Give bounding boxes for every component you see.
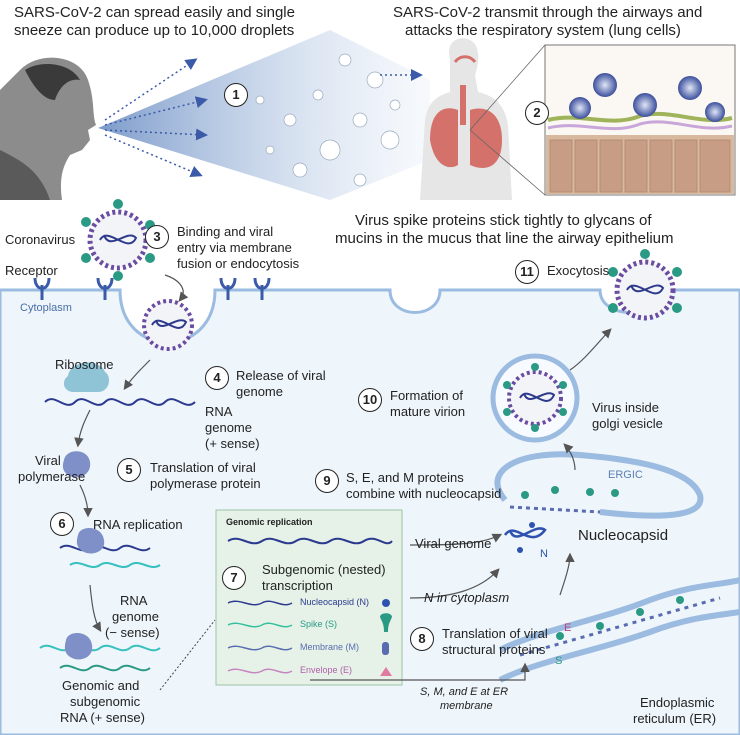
top-right-caption-line2: attacks the respiratory system (lung cel… — [405, 22, 681, 39]
person-illustration — [0, 57, 96, 200]
lungs-illustration — [420, 38, 512, 201]
step-4-text-line1: Release of viral — [236, 368, 326, 383]
step-8-badge: 8 — [410, 627, 434, 651]
nucleocapsid-label: Nucleocapsid — [578, 527, 669, 544]
ribosome-shape — [63, 362, 110, 392]
rna-genome-plus-line2: genome — [205, 420, 252, 435]
step-3-text-line2: entry via membrane — [177, 240, 292, 255]
mid-caption-line1: Virus spike proteins stick tightly to gl… — [355, 212, 652, 229]
er-label-line1: Endoplasmic — [640, 695, 715, 710]
step-9-text-line2: combine with nucleocapsid — [346, 486, 502, 501]
e-protein-label: E — [564, 622, 572, 634]
step-3-text-line3: fusion or endocytosis — [177, 256, 300, 271]
n-in-cytoplasm-label: N in cytoplasm — [424, 590, 510, 605]
step-9-text-line1: S, E, and M proteins — [346, 470, 464, 485]
polymerase-shape — [62, 451, 91, 478]
step-8-text-line2: structural proteins — [442, 642, 546, 657]
mid-caption-line2: mucins in the mucus that line the airway… — [335, 230, 674, 247]
rna-plus-strand — [44, 398, 196, 406]
step-7-badge: 7 — [222, 566, 246, 590]
step-7-text-line1: Subgenomic (nested) — [262, 562, 386, 577]
step-7-text-line2: transcription — [262, 578, 333, 593]
rna-genome-plus-line1: RNA — [205, 404, 233, 419]
er-label-line2: reticulum (ER) — [633, 711, 717, 726]
genomic-subgenomic-line1: Genomic and — [62, 678, 140, 693]
sme-er-line2: membrane — [440, 700, 493, 712]
virus-golgi-line1: Virus inside — [592, 400, 659, 415]
droplet-spray — [98, 30, 430, 200]
step-4-text-line2: genome — [236, 384, 283, 399]
droplets — [255, 53, 401, 187]
endosome-virus — [142, 299, 194, 351]
ergic-membrane — [494, 451, 704, 519]
step-3-badge: 3 — [145, 225, 169, 249]
coronavirus-label: Coronavirus — [5, 232, 76, 247]
rna-genome-plus-line3: (+ sense) — [205, 436, 260, 451]
nucleocapsid-shape — [503, 522, 547, 553]
ergic-label: ERGIC — [608, 469, 643, 481]
receptors — [33, 277, 271, 300]
step-10-badge: 10 — [358, 388, 382, 412]
step-3-text-line1: Binding and viral — [177, 224, 274, 239]
ribosome-label: Ribosome — [55, 357, 114, 372]
box-item-envelope: Envelope (E) — [300, 665, 353, 675]
step-2-badge: 2 — [525, 101, 549, 125]
box-item-spike: Spike (S) — [300, 619, 338, 629]
step-9-badge: 9 — [315, 469, 339, 493]
step-11-text: Exocytosis — [547, 263, 610, 278]
step-5-text-line2: polymerase protein — [150, 476, 261, 491]
inset-viruses — [569, 73, 725, 122]
step-5-text-line1: Translation of viral — [150, 460, 256, 475]
viral-genome-label: Viral genome — [415, 536, 492, 551]
n-label: N — [540, 548, 548, 560]
step-4-badge: 4 — [205, 366, 229, 390]
step-6-badge: 6 — [50, 512, 74, 536]
top-left-caption-line2: sneeze can produce up to 10,000 droplets — [14, 22, 295, 39]
step-1-badge: 1 — [224, 83, 248, 107]
step-10-text-line1: Formation of — [390, 388, 463, 403]
s-protein-label: S — [555, 655, 563, 667]
step-5-badge: 5 — [117, 458, 141, 482]
rna-genome-minus-line2: genome — [112, 609, 159, 624]
top-right-caption-line1: SARS-CoV-2 transmit through the airways … — [393, 4, 703, 21]
rna-genome-minus-line1: RNA — [120, 593, 148, 608]
coronavirus-particle — [81, 199, 155, 281]
box-item-membrane: Membrane (M) — [300, 642, 360, 652]
receptor-label: Receptor — [5, 263, 58, 278]
step-10-text-line2: mature virion — [390, 404, 466, 419]
box-item-nucleocapsid: Nucleocapsid (N) — [300, 597, 370, 607]
viral-polymerase-label-line2: polymerase — [18, 469, 86, 484]
epithelium-cells — [546, 111, 734, 194]
cytoplasm-label: Cytoplasm — [20, 302, 72, 314]
box-title: Genomic replication — [226, 517, 313, 527]
genomic-subgenomic-line2: subgenomic — [70, 694, 141, 709]
genomic-subgenomic-line3: RNA (+ sense) — [60, 710, 145, 725]
step-6-text: RNA replication — [93, 517, 183, 532]
sme-er-line1: S, M, and E at ER — [420, 686, 509, 698]
top-left-caption-line1: SARS-CoV-2 can spread easily and single — [14, 4, 295, 21]
exocytosis-virus — [608, 249, 682, 321]
virus-golgi-line2: golgi vesicle — [592, 416, 663, 431]
step-8-text-line1: Translation of viral — [442, 626, 548, 641]
step-11-badge: 11 — [515, 260, 539, 284]
viral-polymerase-label-line1: Viral — [35, 453, 61, 468]
rna-genome-minus-line3: (− sense) — [105, 625, 160, 640]
er-membrane — [498, 577, 740, 653]
